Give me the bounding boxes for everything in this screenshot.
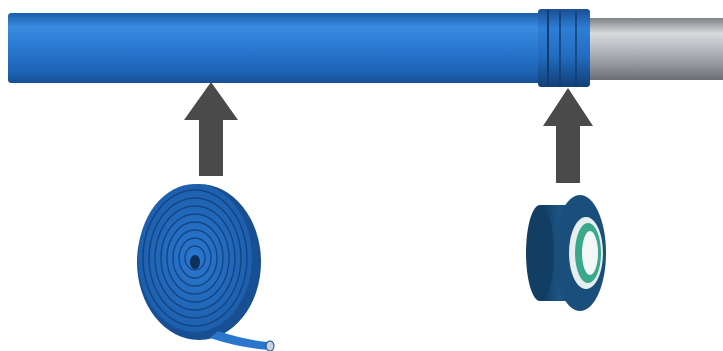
insulation-tube-coil: [137, 184, 275, 351]
pipe-insulation-sleeve: [8, 13, 548, 83]
arrow-up-icon: [543, 88, 593, 183]
arrow-up-icon: [184, 82, 238, 176]
tape-band-joint: [538, 9, 590, 87]
steel-pipe: [585, 18, 723, 80]
adhesive-tape-roll: [526, 195, 606, 311]
